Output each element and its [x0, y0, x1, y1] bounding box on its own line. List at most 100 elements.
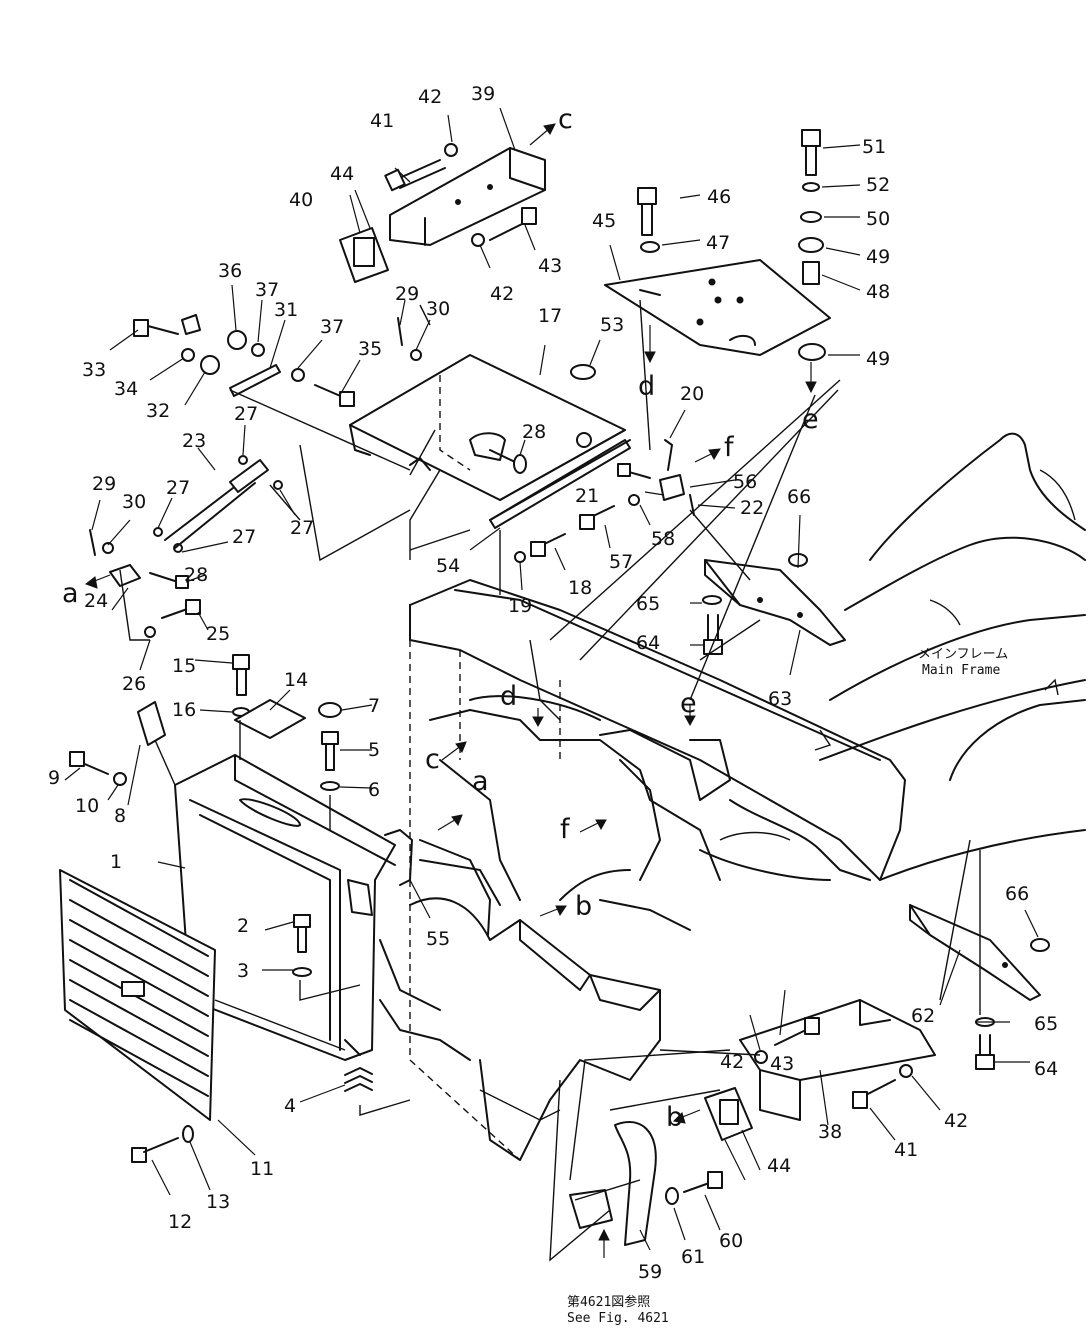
part-number-27: 27	[290, 517, 314, 539]
part-number-60: 60	[719, 1230, 743, 1252]
part-number-61: 61	[681, 1246, 705, 1268]
part-number-7: 7	[368, 695, 380, 717]
part-number-35: 35	[358, 338, 382, 360]
part-number-27: 27	[232, 526, 256, 548]
part-number-66: 66	[1005, 883, 1029, 905]
part-number-53: 53	[600, 314, 624, 336]
part-number-28: 28	[184, 564, 208, 586]
part-number-47: 47	[706, 232, 730, 254]
part-number-30: 30	[122, 491, 146, 513]
part-number-39: 39	[471, 83, 495, 105]
part-number-29: 29	[395, 283, 419, 305]
part-number-20: 20	[680, 383, 704, 405]
part-number-5: 5	[368, 739, 380, 761]
main-frame-label-en: Main Frame	[922, 663, 1000, 678]
part-number-42: 42	[490, 283, 514, 305]
part-number-41: 41	[370, 110, 394, 132]
part-number-16: 16	[172, 699, 196, 721]
part-number-42: 42	[418, 86, 442, 108]
part-number-54: 54	[436, 555, 460, 577]
main-frame-label-jp: メインフレーム	[918, 647, 1008, 662]
reference-letter-a: a	[62, 578, 79, 609]
part-number-63: 63	[768, 688, 792, 710]
part-number-29: 29	[92, 473, 116, 495]
side-bracket	[384, 829, 491, 936]
part-number-43: 43	[770, 1053, 794, 1075]
reference-letter-b: b	[575, 891, 592, 922]
part-number-21: 21	[575, 485, 599, 507]
reference-letter-e: e	[802, 404, 819, 435]
leader-lines	[64, 107, 1039, 1262]
part-number-19: 19	[508, 595, 532, 617]
part-number-27: 27	[234, 403, 258, 425]
bracket-63	[704, 559, 846, 646]
part-number-33: 33	[82, 359, 106, 381]
reference-arrows	[84, 123, 817, 1258]
part-number-36: 36	[218, 260, 242, 282]
reference-letter-d: d	[500, 681, 517, 712]
part-number-25: 25	[206, 623, 230, 645]
part-number-31: 31	[274, 299, 298, 321]
front-frame	[409, 579, 906, 1060]
part-number-8: 8	[114, 805, 126, 827]
part-number-labels: 1234567891011121314151617181920212223242…	[48, 83, 1058, 1283]
part-number-48: 48	[866, 281, 890, 303]
lower-support	[379, 859, 661, 1161]
part-number-58: 58	[651, 528, 675, 550]
part-number-50: 50	[866, 208, 890, 230]
part-number-4: 4	[284, 1095, 296, 1117]
part-number-42: 42	[944, 1110, 968, 1132]
part-number-65: 65	[636, 593, 660, 615]
part-number-3: 3	[237, 960, 249, 982]
reference-letter-c: c	[425, 744, 440, 775]
part-number-62: 62	[911, 1005, 935, 1027]
part-number-52: 52	[866, 174, 890, 196]
reference-letter-a: a	[472, 766, 489, 797]
reference-letter-f: f	[724, 432, 735, 463]
radiator-core	[174, 754, 396, 1061]
lower-bracket-38	[704, 999, 936, 1141]
upper-bracket-39	[339, 147, 546, 283]
part-number-24: 24	[84, 590, 108, 612]
part-number-64: 64	[636, 632, 660, 654]
part-number-37: 37	[320, 316, 344, 338]
rubber-mount-59	[569, 1121, 657, 1246]
reference-letter-b: b	[666, 1102, 683, 1133]
plate-45	[604, 259, 831, 356]
part-number-10: 10	[75, 795, 99, 817]
see-figure-label-jp: 第4621図参照	[567, 1294, 650, 1310]
part-number-40: 40	[289, 189, 313, 211]
part-number-12: 12	[168, 1211, 192, 1233]
part-number-49: 49	[866, 246, 890, 268]
part-number-18: 18	[568, 577, 592, 599]
part-number-9: 9	[48, 767, 60, 789]
reference-letter-c: c	[558, 104, 573, 135]
part-number-42: 42	[720, 1051, 744, 1073]
see-figure-label-en: See Fig. 4621	[567, 1311, 669, 1326]
part-number-1: 1	[110, 851, 122, 873]
part-number-45: 45	[592, 210, 616, 232]
part-number-59: 59	[638, 1261, 662, 1283]
part-number-15: 15	[172, 655, 196, 677]
part-number-55: 55	[426, 928, 450, 950]
part-number-26: 26	[122, 673, 146, 695]
part-number-11: 11	[250, 1158, 274, 1180]
main-frame	[814, 432, 1086, 881]
bracket-62	[909, 904, 1041, 1001]
part-number-17: 17	[538, 305, 562, 327]
part-number-30: 30	[426, 298, 450, 320]
reference-letter-e: e	[680, 688, 697, 719]
part-number-64: 64	[1034, 1058, 1058, 1080]
part-number-32: 32	[146, 400, 170, 422]
part-number-2: 2	[237, 915, 249, 937]
part-number-6: 6	[368, 779, 380, 801]
part-number-38: 38	[818, 1121, 842, 1143]
part-number-28: 28	[522, 421, 546, 443]
part-number-66: 66	[787, 486, 811, 508]
front-grille	[59, 869, 346, 1121]
part-number-43: 43	[538, 255, 562, 277]
part-number-44: 44	[767, 1155, 791, 1177]
part-number-14: 14	[284, 669, 308, 691]
